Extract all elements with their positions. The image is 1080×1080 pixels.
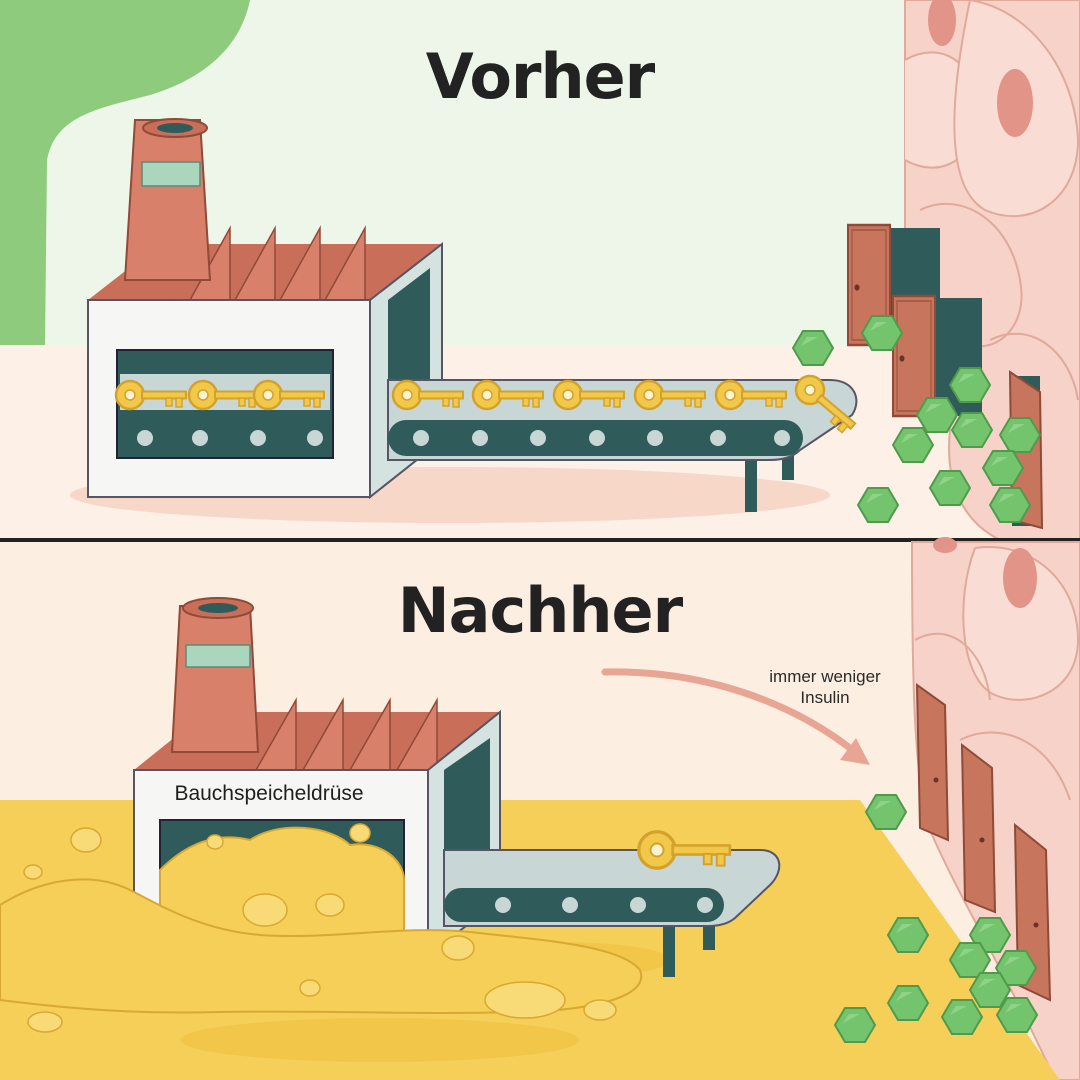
hexagon-glucose-icon bbox=[929, 470, 971, 506]
hexagon-glucose-icon bbox=[834, 1007, 876, 1043]
cell-nucleus bbox=[933, 537, 957, 553]
hexagon-glucose-icon bbox=[892, 427, 934, 463]
hexagon-glucose-icon bbox=[792, 330, 834, 366]
panel-title-before: Vorher bbox=[425, 40, 656, 113]
panel-divider bbox=[0, 538, 1080, 542]
hexagon-glucose-icon bbox=[949, 367, 991, 403]
hexagon-glucose-icon bbox=[951, 412, 993, 448]
fat-blob-icon bbox=[0, 823, 643, 1033]
hexagon-glucose-icon bbox=[887, 985, 929, 1021]
factory-label: Bauchspeicheldrüse bbox=[174, 782, 364, 805]
cell-doors-bottom bbox=[915, 683, 1052, 1002]
hexagon-glucose-icon bbox=[999, 417, 1041, 453]
cell-nucleus bbox=[997, 69, 1033, 137]
hexagon-glucose-icon bbox=[857, 487, 899, 523]
hexagon-glucose-icon bbox=[949, 942, 991, 978]
hexagon-glucose-icon bbox=[982, 450, 1024, 486]
factory-icon bbox=[87, 118, 443, 500]
conveyor-top bbox=[118, 379, 858, 512]
hexagon-glucose-icon bbox=[916, 397, 958, 433]
arrow-label-line1: immer weniger bbox=[769, 667, 881, 686]
conveyor-bottom bbox=[443, 830, 781, 977]
cell-nucleus bbox=[1003, 548, 1037, 608]
hexagon-glucose-icon bbox=[865, 794, 907, 830]
cell-nucleus bbox=[928, 0, 956, 46]
hexagon-glucose-icon bbox=[887, 917, 929, 953]
arrow-icon bbox=[601, 668, 870, 765]
green-blob-shape bbox=[0, 0, 250, 345]
arrow-label-line2: Insulin bbox=[800, 688, 850, 707]
hexagon-glucose-icon bbox=[861, 315, 903, 351]
hexagon-glucose-icon bbox=[989, 487, 1031, 523]
hexagon-glucose-icon bbox=[996, 997, 1038, 1033]
hexagon-glucose-icon bbox=[941, 999, 983, 1035]
arrow-label: immer weniger Insulin bbox=[735, 666, 915, 708]
factory-icon bbox=[133, 597, 501, 958]
panel-title-after: Nachher bbox=[397, 574, 683, 647]
